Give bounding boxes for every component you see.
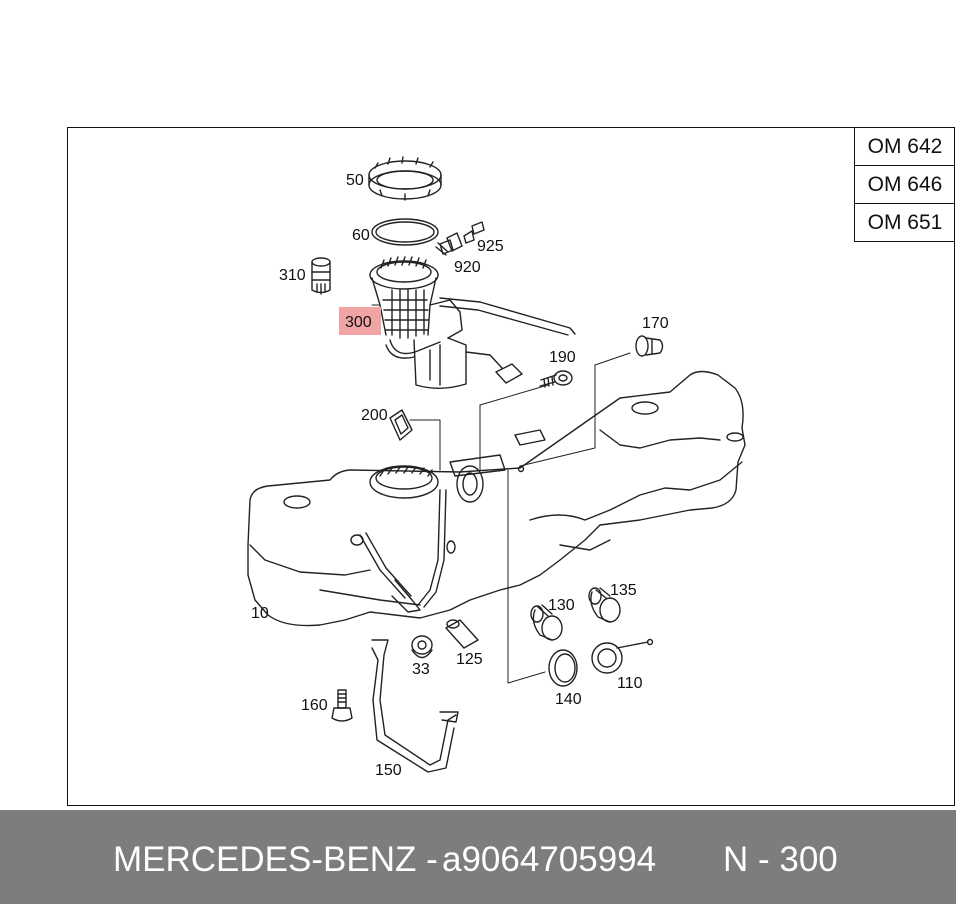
connector-drawing	[435, 221, 485, 256]
fuel-tank-drawing	[247, 370, 746, 627]
callout-33: 33	[412, 661, 430, 678]
bolt-drawing	[331, 689, 353, 722]
callout-highlight	[339, 307, 381, 335]
strap-drawing	[371, 639, 459, 773]
callout-140: 140	[555, 691, 582, 708]
clip-drawing	[389, 409, 413, 441]
bushing-drawing	[530, 587, 621, 641]
callout-50: 50	[346, 172, 364, 189]
callout-10: 10	[251, 605, 269, 622]
filter-drawing	[311, 257, 331, 295]
seal-ring-drawing	[371, 218, 439, 246]
callout-925: 925	[477, 238, 504, 255]
callout-135: 135	[610, 582, 637, 599]
callout-125: 125	[456, 651, 483, 668]
engine-variant-table: OM 642 OM 646 OM 651	[854, 128, 955, 242]
footer-bar: MERCEDES-BENZ - a9064705994 N - 300	[0, 810, 956, 904]
spacer-drawing	[411, 635, 433, 659]
callout-920: 920	[454, 259, 481, 276]
callout-110: 110	[617, 675, 643, 692]
locking-ring-drawing	[368, 156, 442, 201]
tank-sender-drawing	[369, 429, 546, 503]
filler-cap-drawing	[591, 638, 654, 674]
engine-variant-om646: OM 646	[854, 166, 955, 204]
ring-drawing	[548, 649, 578, 687]
callout-130: 130	[548, 597, 575, 614]
fuel-pump-module-drawing	[369, 256, 576, 389]
engine-variant-om651: OM 651	[854, 204, 955, 242]
callout-200: 200	[361, 407, 388, 424]
leader-lines	[371, 304, 631, 684]
footer-position: N - 300	[723, 840, 838, 879]
sleeve-drawing	[445, 619, 479, 649]
footer-brand: MERCEDES-BENZ -	[113, 840, 438, 879]
engine-variant-om642: OM 642	[854, 128, 955, 166]
callout-310: 310	[279, 267, 306, 284]
footer-part-number: a9064705994	[442, 840, 657, 879]
callout-160: 160	[301, 697, 328, 714]
callout-150: 150	[375, 762, 402, 779]
callout-60: 60	[352, 227, 370, 244]
callout-170: 170	[642, 315, 669, 332]
screw-drawing	[539, 370, 573, 388]
grommet-drawing	[635, 335, 664, 357]
callout-190: 190	[549, 349, 576, 366]
callout-300: 300	[345, 314, 372, 331]
diagram-frame	[67, 127, 955, 806]
